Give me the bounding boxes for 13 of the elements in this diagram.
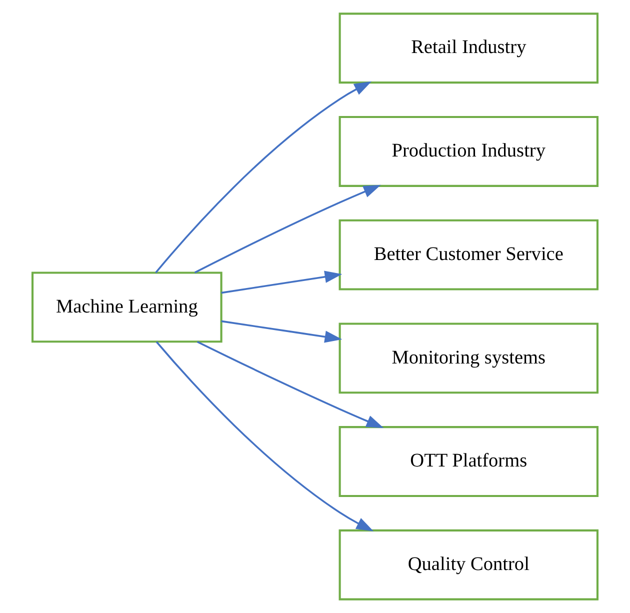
node-box: Machine Learning <box>31 272 222 343</box>
arrow <box>196 340 384 428</box>
node-box: Production Industry <box>338 116 599 187</box>
node-box: OTT Platforms <box>338 426 599 497</box>
node-box: Better Customer Service <box>338 219 599 290</box>
arrow <box>156 341 374 532</box>
arrow <box>194 184 381 274</box>
arrow <box>221 270 342 294</box>
node-box: Monitoring systems <box>338 322 599 394</box>
arrow <box>155 81 372 274</box>
node-box: Quality Control <box>338 529 599 600</box>
arrow <box>221 320 342 343</box>
node-box: Retail Industry <box>338 12 599 84</box>
